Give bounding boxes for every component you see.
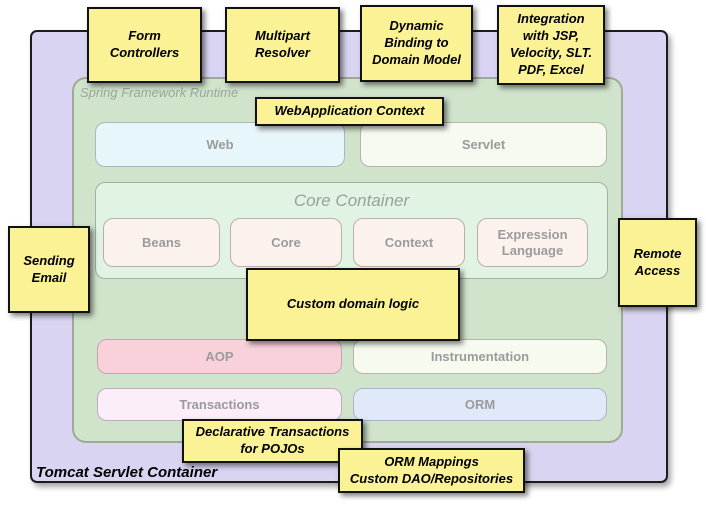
module-aop: AOP <box>97 339 342 374</box>
module-web: Web <box>95 122 345 167</box>
module-orm: ORM <box>353 388 607 421</box>
core-container-title: Core Container <box>293 191 410 210</box>
note-webapplication-context: WebApplication Context <box>255 97 444 126</box>
note-sending-email: Sending Email <box>8 226 90 313</box>
note-form-controllers: Form Controllers <box>87 7 202 83</box>
tomcat-servlet-container-label: Tomcat Servlet Container <box>36 464 218 481</box>
module-beans: Beans <box>103 218 220 267</box>
note-remote-access: Remote Access <box>618 218 697 307</box>
note-integration-views: Integration with JSP, Velocity, SLT. PDF… <box>497 5 605 85</box>
spring-framework-runtime-label: Spring Framework Runtime <box>80 85 239 100</box>
note-custom-domain-logic: Custom domain logic <box>246 268 460 341</box>
note-declarative-transactions: Declarative Transactions for POJOs <box>182 419 363 463</box>
module-context: Context <box>353 218 465 267</box>
note-multipart-resolver: Multipart Resolver <box>225 7 340 83</box>
module-servlet: Servlet <box>360 122 607 167</box>
note-orm-mappings: ORM Mappings Custom DAO/Repositories <box>338 448 525 493</box>
note-dynamic-binding: Dynamic Binding to Domain Model <box>360 5 473 82</box>
module-transactions: Transactions <box>97 388 342 421</box>
module-instrumentation: Instrumentation <box>353 339 607 374</box>
module-expression-language: Expression Language <box>477 218 588 267</box>
module-core: Core <box>230 218 342 267</box>
